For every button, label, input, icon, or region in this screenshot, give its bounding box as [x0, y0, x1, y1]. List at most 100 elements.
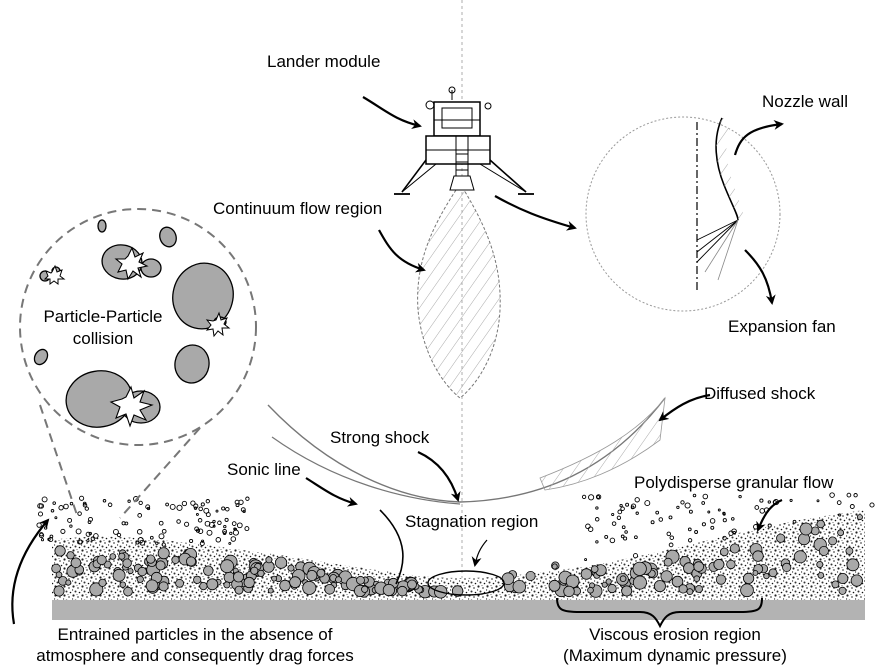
entrained-particle: [231, 521, 237, 526]
entrained-particle: [127, 499, 131, 503]
stagnation-region-label: Stagnation region: [405, 512, 538, 531]
entrained-particle: [212, 519, 216, 524]
bed-particle: [776, 533, 786, 543]
entrained-particle: [666, 531, 672, 537]
bed-particle: [243, 576, 255, 589]
entrained-particle: [47, 537, 51, 542]
entrained-label-line1: Entrained particles in the absence of: [57, 625, 332, 644]
collision-label-line2: collision: [73, 329, 133, 348]
continuum-flow-label: Continuum flow region: [213, 199, 382, 218]
bed-particle: [203, 565, 214, 576]
bed-particle: [335, 576, 342, 583]
collision-particle: [140, 258, 162, 278]
entrained-particle: [694, 530, 699, 534]
entrained-particle: [244, 526, 250, 532]
entrained-particle: [759, 498, 764, 503]
entrained-particle: [595, 540, 599, 544]
entrained-particle: [135, 540, 140, 545]
entrained-particle: [869, 502, 875, 508]
bed-particle: [171, 555, 180, 565]
entrained-particle: [585, 523, 591, 530]
bed-particle: [715, 574, 727, 585]
entrained-particle: [240, 507, 246, 513]
bed-particle: [763, 572, 770, 580]
entrained-particle: [816, 499, 820, 503]
bed-particle: [752, 550, 764, 562]
bed-particle: [695, 585, 703, 593]
bed-particle: [306, 570, 318, 582]
diffused-shock-label: Diffused shock: [704, 384, 816, 403]
collision-particle: [159, 226, 177, 248]
bed-particle: [265, 556, 273, 564]
entrained-particle: [722, 535, 727, 541]
entrained-particle: [52, 501, 56, 505]
entrained-particle: [86, 539, 90, 543]
expansion-fan-label: Expansion fan: [728, 317, 836, 336]
polydisperse-label: Polydisperse granular flow: [634, 473, 834, 492]
entrained-particle: [225, 506, 230, 512]
bed-particle: [799, 522, 813, 536]
entrained-particle: [63, 503, 69, 510]
bed-particle: [279, 579, 291, 592]
bed-particle: [65, 579, 72, 586]
entrained-particle: [82, 502, 88, 508]
bed-particle: [109, 553, 117, 560]
bed-particle: [686, 588, 694, 595]
entrained-particle: [136, 529, 143, 535]
entrained-particle: [38, 532, 45, 539]
bed-particle: [729, 543, 740, 554]
entrained-particle: [158, 520, 164, 526]
entrained-particle: [232, 529, 239, 536]
entrained-particle: [236, 522, 243, 529]
entrained-particle: [102, 499, 107, 503]
bed-particle: [232, 571, 244, 583]
bed-particles: [51, 514, 863, 599]
entrained-particle: [722, 518, 727, 523]
entrained-particle: [215, 509, 219, 513]
bed-particle: [548, 579, 561, 592]
bed-particle: [96, 555, 107, 566]
bed-particle: [316, 568, 326, 578]
entrained-particle: [616, 515, 622, 520]
bed-particle: [563, 585, 575, 598]
continuum-plume: [417, 189, 501, 399]
entrained-particle: [604, 534, 609, 539]
entrained-particle: [49, 534, 54, 539]
bed-particle: [66, 551, 75, 560]
entrained-particle: [717, 508, 721, 512]
entrained-particle: [197, 518, 203, 523]
entrained-particle: [709, 518, 716, 524]
entrained-particle: [630, 503, 637, 509]
entrained-particle: [223, 524, 227, 529]
entrained-particle: [701, 501, 706, 505]
bed-particle: [810, 526, 820, 536]
entrained-particle: [75, 528, 82, 535]
entrained-particle: [836, 500, 842, 505]
entrained-particle: [611, 521, 617, 526]
entrained-particle: [176, 504, 183, 511]
entrained-particle: [137, 513, 143, 518]
entrained-particle: [668, 542, 674, 548]
bed-particle: [397, 585, 408, 597]
entrained-particle: [224, 517, 229, 522]
entrained-particle: [200, 502, 205, 507]
bed-particle: [407, 579, 417, 590]
entrained-particle: [625, 502, 630, 507]
bed-particle: [158, 581, 169, 592]
entrained-particle: [121, 521, 126, 526]
entrained-particle: [620, 534, 625, 539]
bed-particle: [54, 545, 66, 557]
entrained-particle: [619, 503, 623, 508]
bed-particle: [782, 562, 792, 573]
bed-particle: [660, 570, 673, 583]
entrained-particle: [754, 505, 760, 510]
bed-particle: [302, 580, 317, 595]
entrained-particle: [206, 529, 213, 536]
entrained-particle: [217, 520, 222, 526]
bed-particle: [70, 557, 82, 569]
entrained-particle: [145, 504, 151, 510]
entrained-particle: [584, 558, 588, 562]
entrained-particle: [688, 509, 693, 514]
bed-particle: [145, 579, 159, 593]
bed-particle: [199, 581, 208, 591]
